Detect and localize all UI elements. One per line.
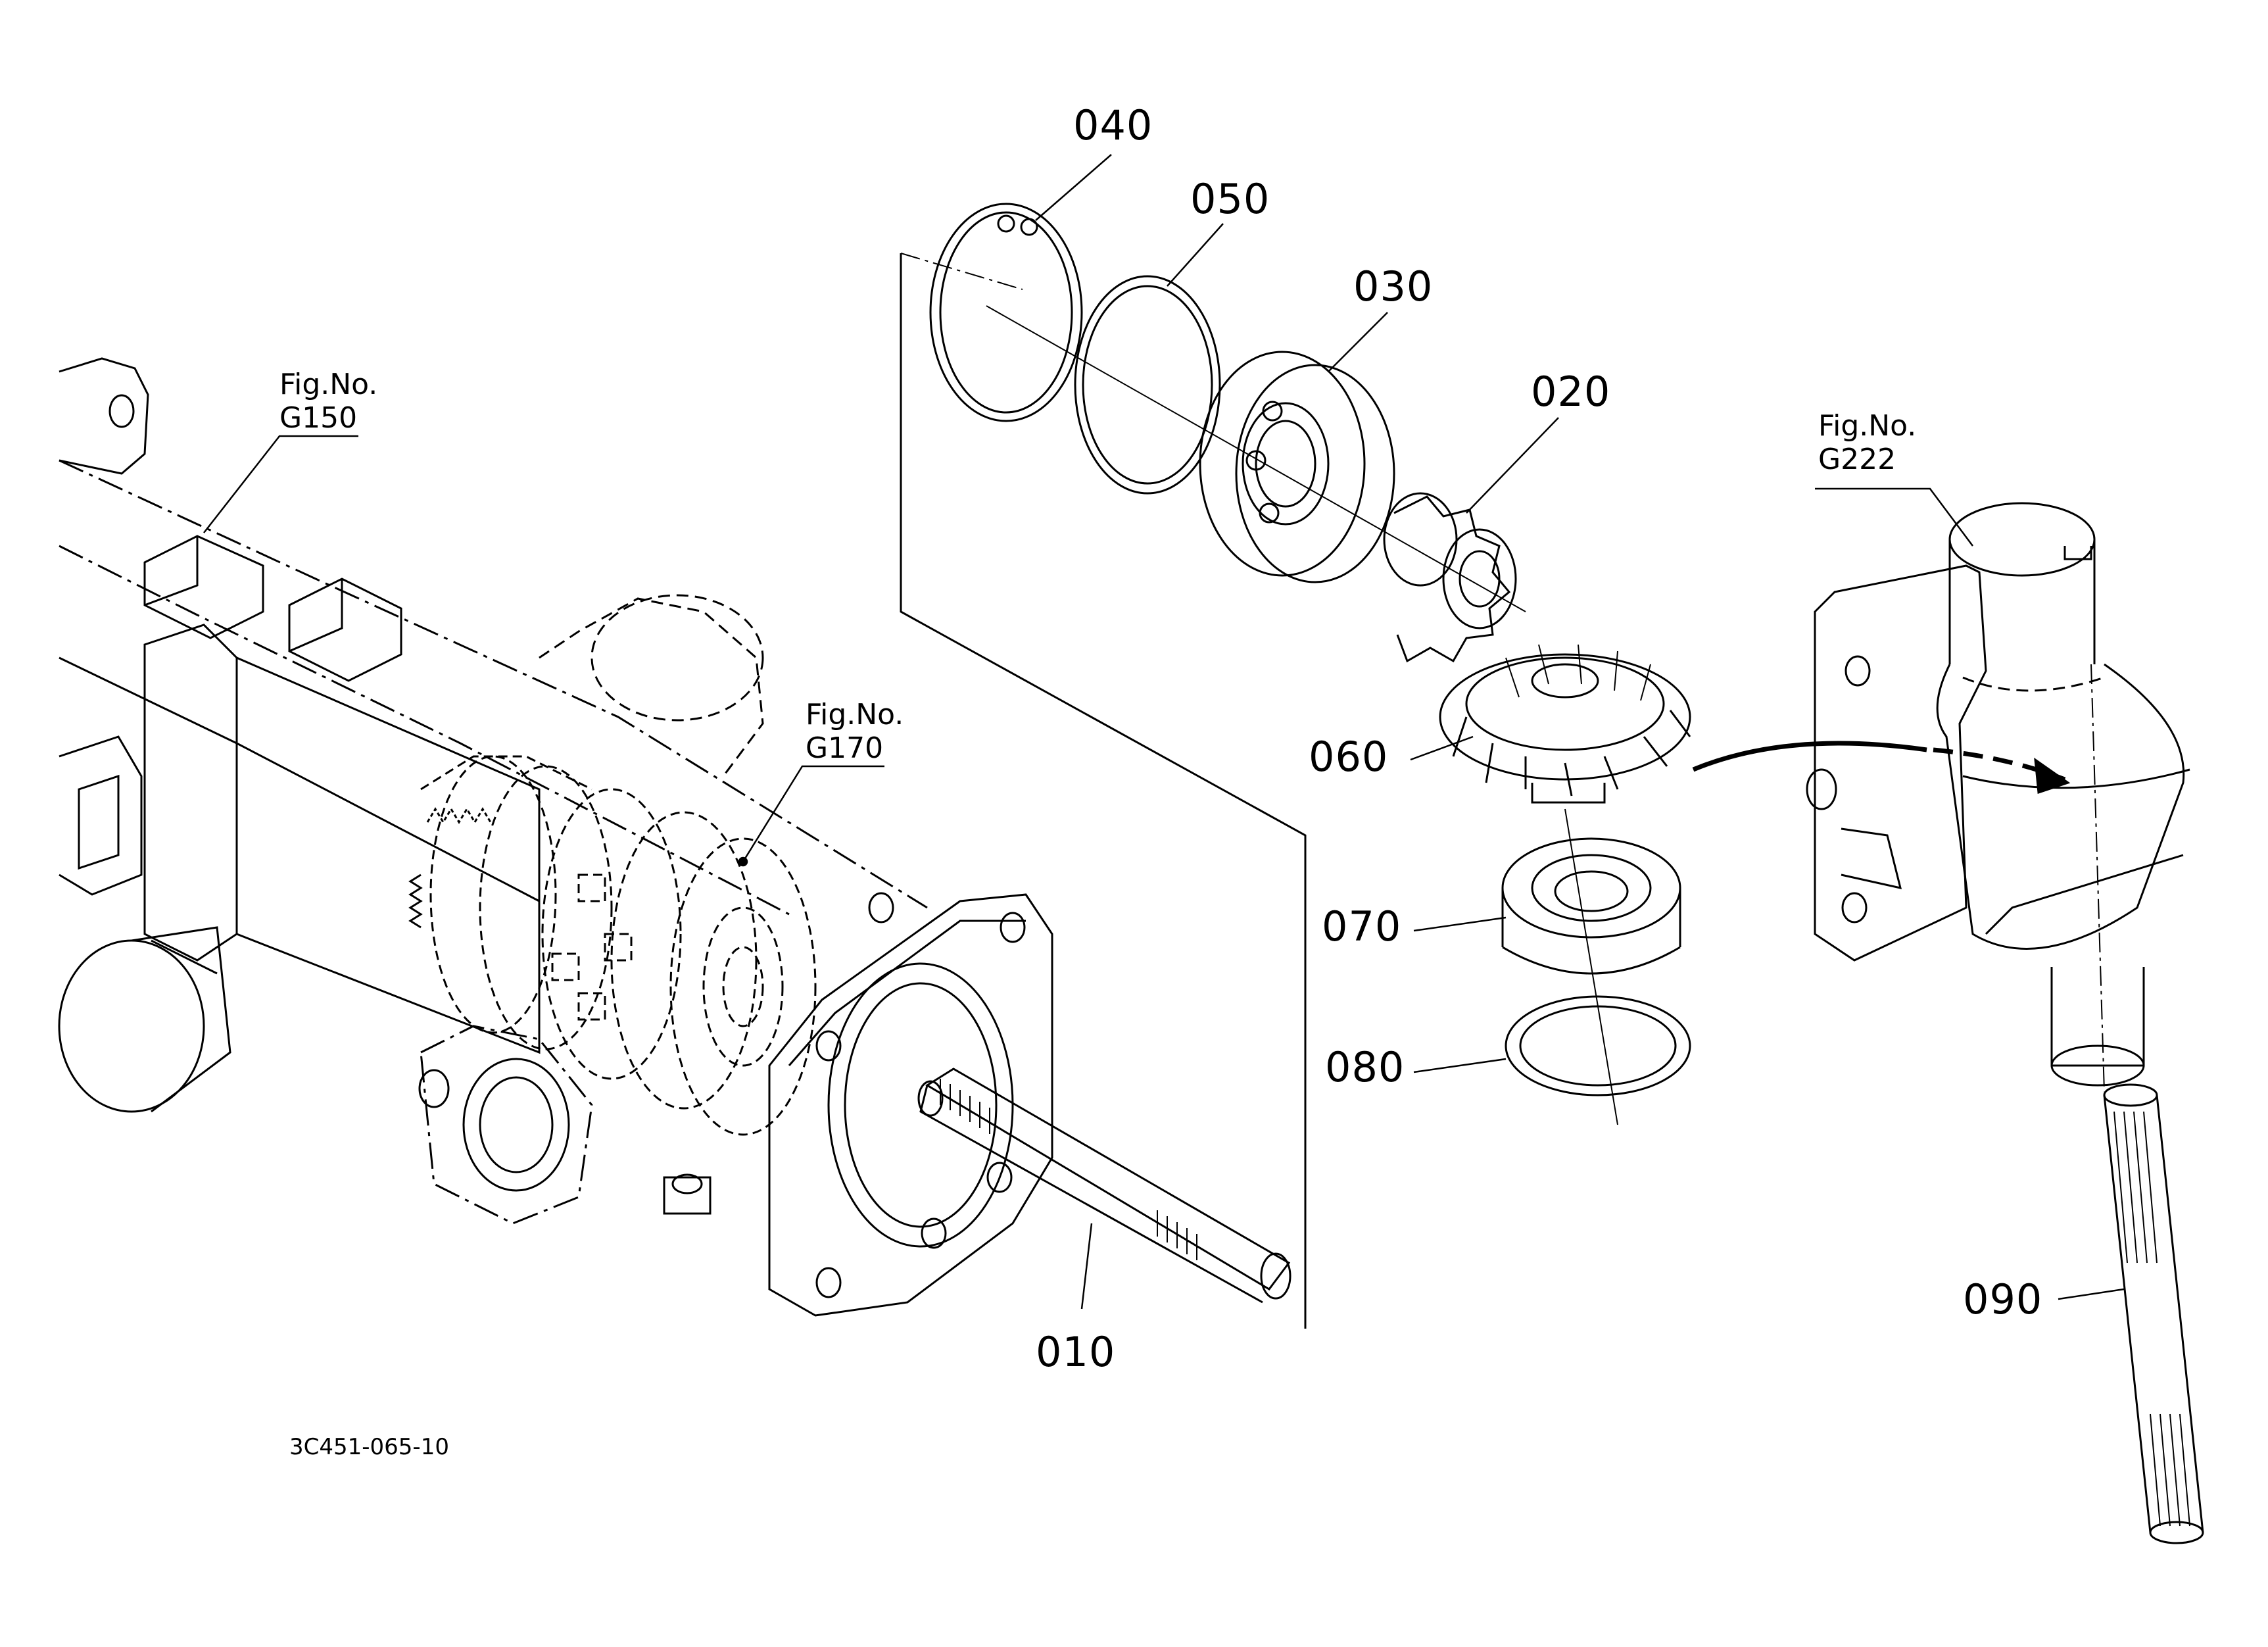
part-label-090: 090	[1963, 1275, 2043, 1323]
bevel-gear-060	[1440, 645, 1690, 802]
fig-ref-g222: Fig.No. G222	[1818, 409, 1917, 476]
drawing-code: 3C451-065-10	[289, 1434, 449, 1460]
bearing-070	[1503, 839, 1680, 973]
part-label-010: 010	[1036, 1328, 1116, 1376]
fig-ref-g170-line2: G170	[806, 731, 884, 765]
washer-080	[1506, 996, 1690, 1095]
shaft-090	[2104, 1085, 2203, 1543]
part-label-040: 040	[1073, 101, 1153, 149]
fig-ref-g150-line1: Fig.No.	[279, 368, 378, 401]
exploded-view-frame	[901, 253, 1305, 1329]
fig-ref-g150-line2: G150	[279, 401, 358, 435]
part-label-030: 030	[1353, 262, 1434, 310]
transmission-housing	[59, 358, 1052, 1315]
fig-ref-g222-line1: Fig.No.	[1818, 409, 1917, 443]
fig-ref-g170-line1: Fig.No.	[806, 698, 904, 731]
fig-ref-g222-line2: G222	[1818, 442, 1896, 476]
part-label-050: 050	[1190, 175, 1270, 223]
part-label-060: 060	[1309, 733, 1389, 781]
shaft-010	[919, 1069, 1290, 1302]
leader-lines	[204, 155, 2124, 1309]
circlip-040	[930, 204, 1082, 421]
part-label-020: 020	[1531, 368, 1611, 416]
right-housing	[1693, 503, 2190, 1092]
part-label-080: 080	[1325, 1043, 1405, 1091]
part-label-070: 070	[1322, 902, 1402, 950]
ring-050	[1075, 276, 1220, 493]
bearing-030	[1200, 352, 1394, 582]
fig-ref-g170: Fig.No. G170	[806, 698, 904, 765]
fig-ref-g150: Fig.No. G150	[279, 368, 377, 435]
bevel-pinion-020	[1384, 493, 1516, 661]
